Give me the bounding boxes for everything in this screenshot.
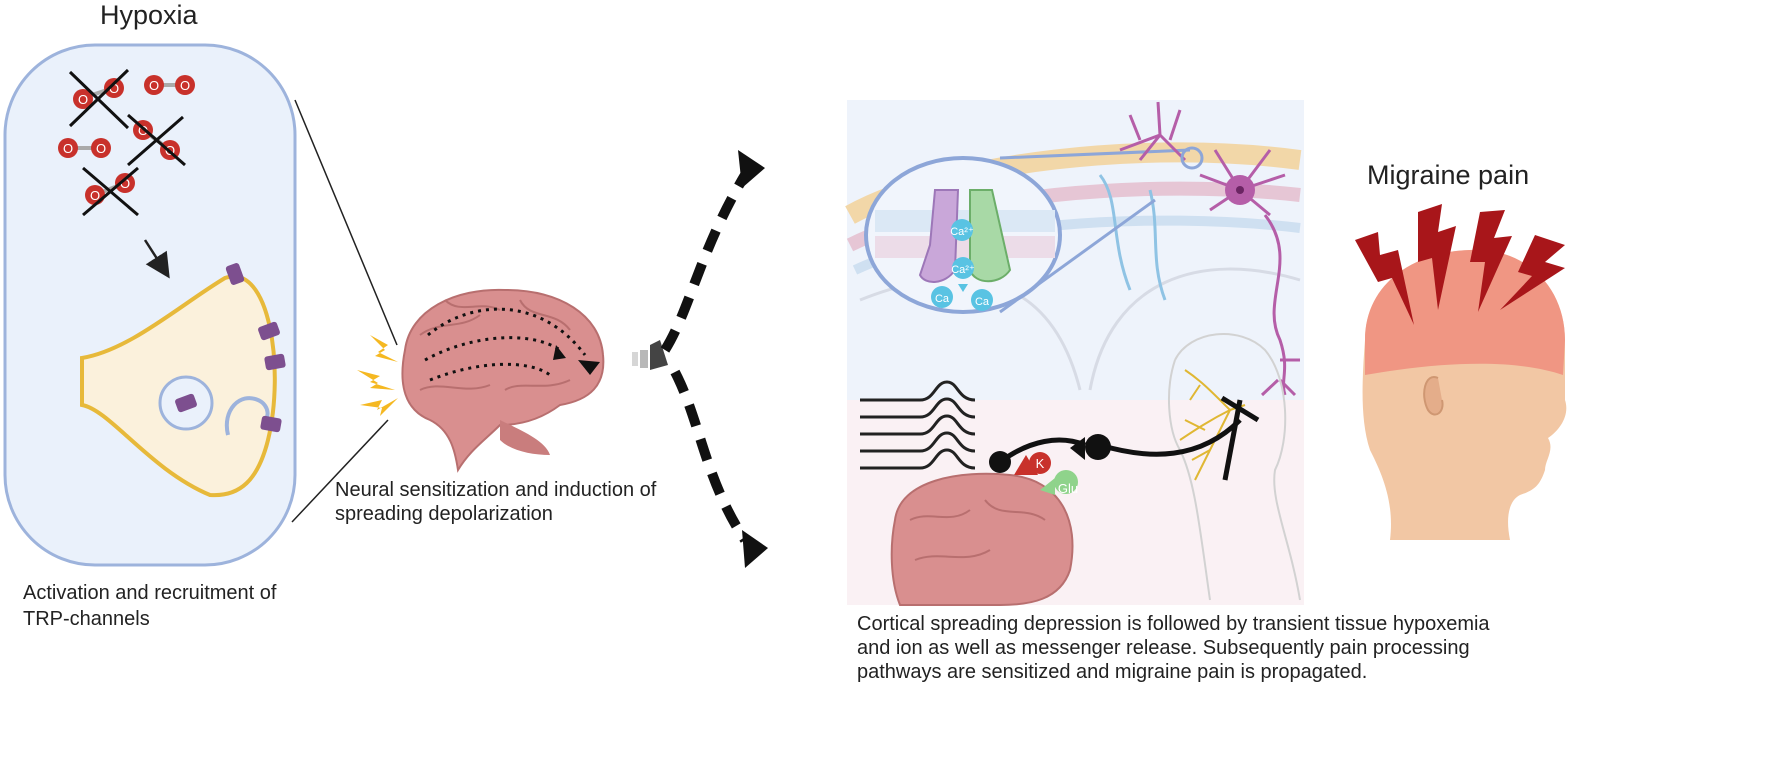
wave-arrowhead bbox=[578, 360, 600, 375]
oxygen-label: O bbox=[180, 78, 190, 93]
oxygen-label: O bbox=[90, 188, 100, 203]
csd-caption-line-2: and ion as well as messenger release. Su… bbox=[857, 637, 1470, 659]
glutamate-molecule bbox=[1054, 470, 1078, 494]
nerve-pathway bbox=[1220, 395, 1260, 423]
migraine-pain-title: Migraine pain bbox=[1367, 160, 1530, 190]
wave-arrowhead bbox=[553, 345, 566, 360]
glutamate-icon bbox=[1040, 478, 1055, 495]
zoom-line bbox=[999, 148, 1191, 160]
blood-vessel bbox=[1098, 174, 1132, 291]
calcium-label: Ca²⁺ bbox=[951, 264, 975, 276]
zoom-line-top bbox=[294, 99, 398, 346]
oxygen-label: O bbox=[96, 141, 106, 156]
nerve-pathway bbox=[1099, 418, 1242, 457]
calcium-ions bbox=[931, 219, 993, 311]
zoom-line-bottom bbox=[291, 419, 389, 523]
trp-channel bbox=[264, 353, 286, 371]
oxygen-label: O bbox=[78, 92, 88, 107]
potassium-label: K bbox=[1036, 456, 1045, 471]
depolarization-wave bbox=[427, 307, 587, 356]
ion-flow-arrow bbox=[958, 284, 968, 292]
depolarization-wave bbox=[429, 362, 551, 382]
dashed-arrow-upper bbox=[660, 172, 750, 353]
pain-area bbox=[1365, 249, 1565, 375]
glutamate-label: Glu bbox=[1058, 481, 1078, 496]
oxygen-label: O bbox=[120, 176, 130, 191]
potassium-ion bbox=[1029, 452, 1051, 474]
oxygen-molecule-crossed-1: O O bbox=[68, 68, 130, 130]
head-outline bbox=[1174, 333, 1301, 601]
migraine-head bbox=[1355, 204, 1567, 540]
brain-icon bbox=[401, 288, 605, 473]
cerebellum bbox=[500, 420, 550, 455]
lightning-icon bbox=[370, 335, 398, 362]
synapse-arrowhead bbox=[1070, 437, 1085, 460]
lightning-bolt-icon bbox=[1470, 210, 1512, 312]
hypoxia-panel: O O O O O O O O O O bbox=[3, 43, 297, 567]
lightning-icons bbox=[357, 335, 398, 416]
trp-caption: Activation and recruitment of TRP-channe… bbox=[23, 580, 343, 632]
oxygen-molecule-crossed-5: O O bbox=[82, 166, 139, 217]
small-brain-gyri bbox=[909, 499, 1046, 561]
calcium-label: Ca²⁺ bbox=[950, 226, 974, 238]
arrowhead-upper bbox=[738, 150, 765, 188]
trp-channel-vesicle bbox=[175, 393, 197, 413]
calcium-label: Ca bbox=[935, 293, 950, 305]
branching-arrows bbox=[632, 150, 768, 568]
lightning-icon bbox=[357, 370, 395, 390]
synapse-node bbox=[1085, 434, 1111, 460]
dashed-arrow-lower bbox=[670, 369, 750, 543]
neuron-nucleus bbox=[1236, 186, 1244, 194]
calcium-ion bbox=[971, 289, 993, 311]
depolarization-wave bbox=[424, 336, 561, 362]
csd-panel: Ca²⁺ Ca²⁺ Ca Ca bbox=[845, 100, 1304, 606]
hypoxia-title: Hypoxia bbox=[100, 0, 198, 30]
oxygen-label: O bbox=[138, 123, 148, 138]
brain-center bbox=[357, 288, 605, 473]
trigeminal-nerve bbox=[1179, 369, 1246, 481]
neural-caption-line-1: Neural sensitization and induction of bbox=[335, 479, 657, 501]
lightning-bolt-icon bbox=[1355, 232, 1414, 325]
oxygen-label: O bbox=[109, 81, 119, 96]
pain-bolts bbox=[1355, 204, 1565, 325]
cortical-spreading-caption: Cortical spreading depression is followe… bbox=[857, 612, 1557, 684]
lightning-icon bbox=[360, 398, 398, 416]
lightning-bolt-icon bbox=[1418, 204, 1456, 310]
neural-caption-line-2: spreading depolarization bbox=[335, 503, 553, 525]
oxygen-molecule-crossed-3: O O bbox=[127, 113, 186, 167]
cortex-fold bbox=[1088, 267, 1301, 391]
hypoxia-arrow bbox=[143, 239, 170, 279]
oxygen-label: O bbox=[63, 141, 73, 156]
depolarization-waves bbox=[860, 380, 976, 470]
trp-channel bbox=[258, 321, 280, 341]
oxygen-molecule-2: O O bbox=[144, 75, 195, 95]
ear bbox=[1423, 376, 1444, 416]
oxygen-molecule-4: O O bbox=[58, 138, 111, 158]
synapse-node bbox=[989, 451, 1011, 473]
csd-caption-line-3: pathways are sensitized and migraine pai… bbox=[857, 661, 1368, 683]
nerve-pathway bbox=[1222, 399, 1243, 481]
neural-sensitization-caption: Neural sensitization and induction of sp… bbox=[335, 478, 715, 526]
small-brain-icon bbox=[890, 472, 1074, 606]
calcium-ion bbox=[952, 257, 974, 279]
trp-channels bbox=[175, 263, 286, 433]
calcium-ion bbox=[931, 286, 953, 308]
brain-gyri bbox=[419, 299, 571, 391]
lightning-bolt-icon bbox=[1500, 235, 1565, 310]
calcium-label: Ca bbox=[975, 296, 990, 308]
trp-caption-line-1: Activation and recruitment of bbox=[23, 582, 277, 604]
trp-caption-line-2: TRP-channels bbox=[23, 608, 150, 630]
arrowhead-lower bbox=[742, 530, 768, 568]
neuron bbox=[1119, 101, 1300, 397]
calcium-ion bbox=[951, 219, 973, 241]
trp-channel bbox=[260, 415, 282, 433]
membrane-band bbox=[875, 236, 1055, 258]
oxygen-label: O bbox=[149, 78, 159, 93]
trp-channel bbox=[225, 263, 245, 285]
csd-caption-line-1: Cortical spreading depression is followe… bbox=[857, 613, 1490, 635]
